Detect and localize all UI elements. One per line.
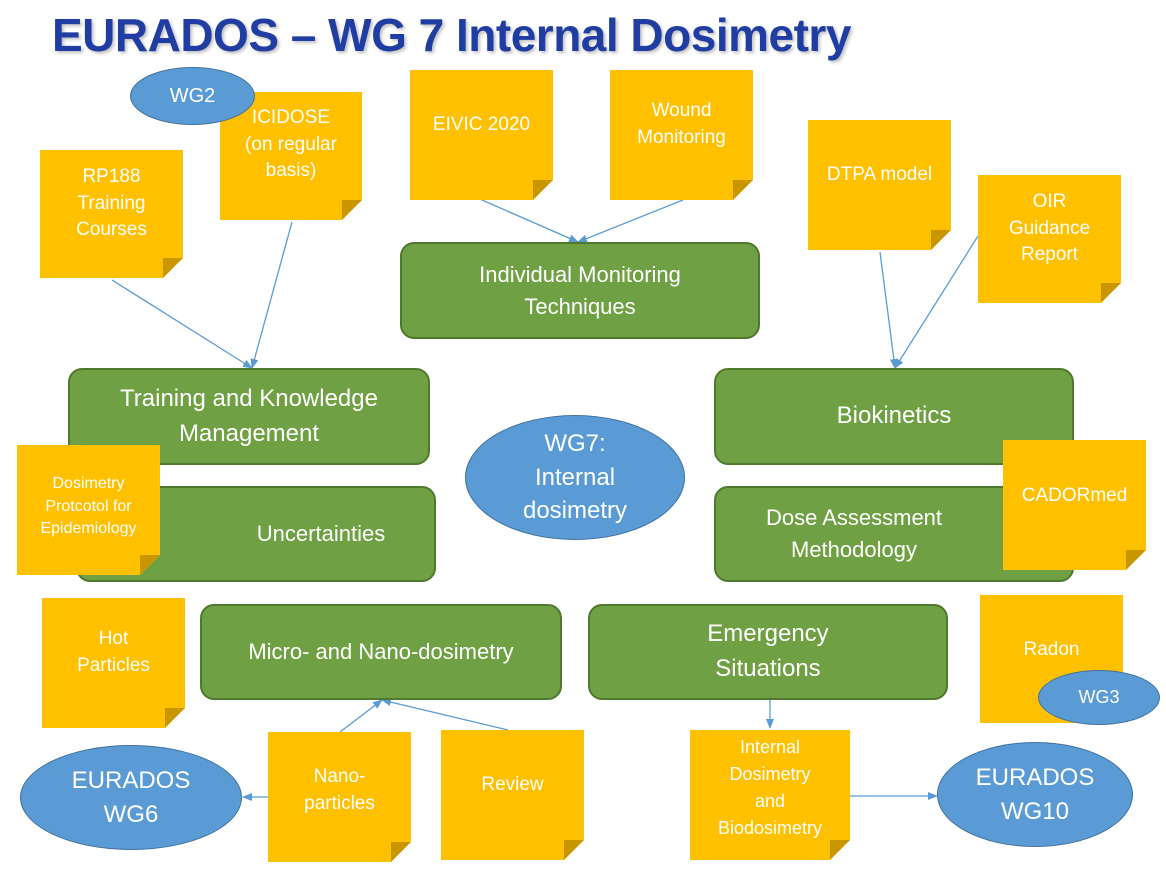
oval-eurados-wg6: EURADOS WG6 — [20, 745, 242, 850]
topic-label: Micro- and Nano-dosimetry — [248, 639, 514, 665]
oval-eurados-wg10: EURADOS WG10 — [937, 742, 1133, 847]
oval-wg3: WG3 — [1038, 670, 1160, 725]
topic-label: Individual Monitoring Techniques — [479, 261, 681, 319]
arrow-icidose-to-training — [250, 221, 293, 369]
note-label: Internal Dosimetry and Biodosimetry — [717, 737, 823, 838]
note-label: RP188 Training Courses — [76, 166, 147, 241]
center-wg7-oval: WG7: Internal dosimetry — [465, 415, 685, 540]
note-cadormed: CADORmed — [1003, 440, 1146, 570]
arrow-review-to-micro — [381, 698, 509, 731]
note-label: OIR Guidance Report — [1008, 191, 1091, 266]
arrow-nanoparticles-to-micro — [339, 699, 383, 733]
arrow-eivic-to-imt — [481, 199, 579, 243]
note-label: EIVIC 2020 — [432, 113, 531, 135]
note-dtpa-model: DTPA model — [808, 120, 951, 250]
note-label: Review — [481, 773, 544, 795]
note-label: CADORmed — [1021, 484, 1128, 506]
note-icidose: ICIDOSE (on regular basis) — [220, 92, 362, 220]
arrow-wound-to-imt — [577, 199, 684, 243]
topic-label: Dose Assessment Methodology — [765, 505, 943, 562]
note-label: Dosimetry Protcotol for Epidemiology — [40, 475, 137, 538]
note-label: Nano- particles — [304, 766, 375, 814]
note-internal-dosimetry-biodosimetry: Internal Dosimetry and Biodosimetry — [690, 730, 850, 860]
topic-emergency-situations: Emergency Situations — [588, 604, 948, 700]
note-label: ICIDOSE (on regular basis) — [245, 107, 337, 182]
oval-label: EURADOS WG10 — [975, 763, 1095, 825]
topic-label: Emergency Situations — [707, 620, 829, 682]
note-label: DTPA model — [826, 163, 933, 185]
note-label: Hot Particles — [77, 628, 150, 676]
note-label: Radon — [1023, 638, 1080, 660]
oval-wg2: WG2 — [130, 67, 255, 125]
note-oir-guidance-report: OIR Guidance Report — [978, 175, 1121, 303]
topic-micro-nano-dosimetry: Micro- and Nano-dosimetry — [200, 604, 562, 700]
note-dosimetry-protocol-epidemiology: Dosimetry Protcotol for Epidemiology — [17, 445, 160, 575]
topic-label: Training and Knowledge Management — [120, 384, 378, 447]
oval-label: WG3 — [1078, 686, 1120, 707]
arrow-dtpa-to-biokinetics — [879, 251, 898, 369]
note-label: Wound Monitoring — [637, 100, 726, 148]
note-eivic-2020: EIVIC 2020 — [410, 70, 553, 200]
arrow-rp188-to-training — [111, 279, 253, 369]
center-label: WG7: Internal dosimetry — [522, 430, 628, 525]
note-review: Review — [441, 730, 584, 860]
note-wound-monitoring: Wound Monitoring — [610, 70, 753, 200]
oval-label: EURADOS WG6 — [71, 766, 191, 828]
oval-label: WG2 — [169, 85, 216, 107]
note-rp188-training-courses: RP188 Training Courses — [40, 150, 183, 278]
note-nano-particles: Nano- particles — [268, 732, 411, 862]
page-title: EURADOS – WG 7 Internal Dosimetry — [52, 9, 851, 61]
topic-label: Uncertainties — [256, 521, 386, 547]
note-hot-particles: Hot Particles — [42, 598, 185, 728]
topic-label: Biokinetics — [836, 402, 952, 430]
arrow-oir-to-biokinetics — [894, 235, 979, 369]
topic-individual-monitoring-techniques: Individual Monitoring Techniques — [400, 242, 760, 339]
